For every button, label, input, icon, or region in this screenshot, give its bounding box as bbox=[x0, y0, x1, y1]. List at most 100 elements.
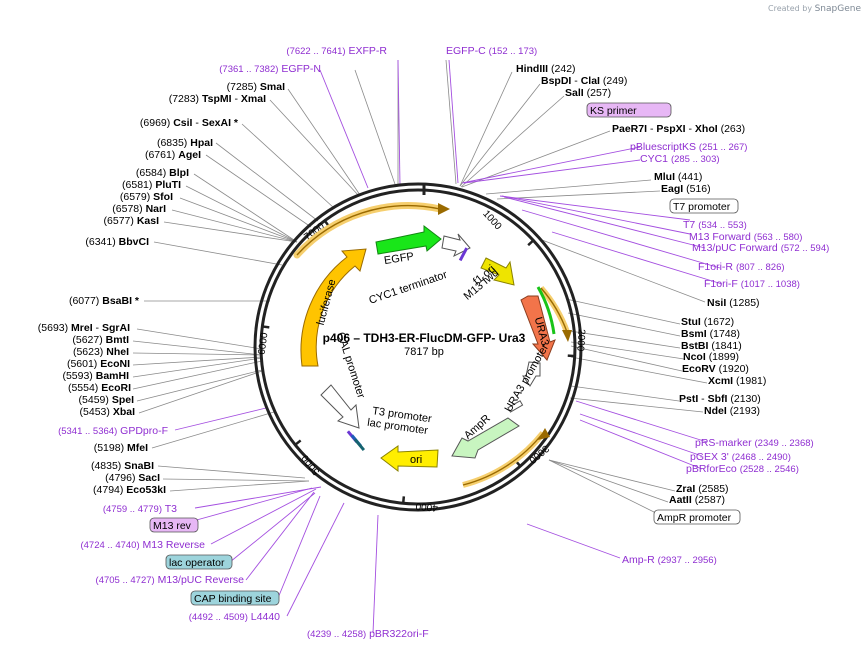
scale-tick-label: 6000 bbox=[257, 331, 271, 355]
scale-tick-mark bbox=[401, 496, 406, 505]
site-label-eco53ki: (4794) Eco53kI bbox=[93, 484, 166, 496]
feature-label-t7: T7 (534 .. 553) bbox=[683, 219, 747, 231]
site-label-bsabi: (6077) BsaBI * bbox=[69, 295, 140, 307]
site-label-ecorv: EcoRV (1920) bbox=[682, 363, 749, 375]
scale-tick-mark bbox=[261, 325, 270, 329]
restriction-site-labels: HindIII (242)BspDI - ClaI (249)SalI (257… bbox=[38, 63, 767, 506]
feature-label-pbr322ori-f: (4239 .. 4258) pBR322ori-F bbox=[307, 628, 429, 640]
scale-tick-label: 4000 bbox=[415, 500, 439, 513]
ks-primer-label: KS primer bbox=[590, 105, 637, 117]
feature-label-prs-marker: pRS-marker (2349 .. 2368) bbox=[695, 437, 814, 449]
ampr-promoter-label: AmpR promoter bbox=[657, 512, 732, 524]
feature-label-m13-forward: M13 Forward (563 .. 580) bbox=[689, 231, 802, 243]
site-label-eagi: EagI (516) bbox=[661, 183, 711, 195]
feature-labels: (7622 .. 7641) EXFP-R EGFP-C (152 .. 173)… bbox=[58, 45, 829, 640]
feature-label-pbrforeco: pBRforEco (2528 .. 2546) bbox=[686, 463, 799, 475]
site-label-hindiii: HindIII (242) bbox=[516, 63, 576, 75]
feature-label-t3: (4759 .. 4779) T3 bbox=[103, 503, 177, 515]
site-label-econi: (5601) EcoNI bbox=[67, 358, 130, 370]
snapgene-logo: SnapGene bbox=[814, 4, 861, 14]
feature-label-amp-r: Amp-R (2937 .. 2956) bbox=[622, 554, 717, 566]
site-label-nsii: NsiI (1285) bbox=[707, 297, 760, 309]
backbone-inner bbox=[259, 188, 577, 506]
gal-promoter-arrow[interactable] bbox=[320, 384, 360, 429]
site-label-mrei: (5693) MreI - SgrAI bbox=[38, 322, 130, 334]
site-label-psti: PstI - SbfI (2130) bbox=[679, 393, 761, 405]
backbone-outer bbox=[253, 182, 583, 512]
egfp-label: EGFP bbox=[383, 251, 414, 268]
ampr-arrow[interactable] bbox=[451, 417, 520, 459]
feature-label-f1ori-r: F1ori-R (807 .. 826) bbox=[698, 261, 785, 273]
cyc1-terminator-arrow[interactable] bbox=[441, 233, 471, 258]
site-label-kasi: (6577) KasI bbox=[104, 215, 160, 227]
ura3-arrow[interactable] bbox=[520, 295, 556, 361]
feature-label-cyc1: CYC1 (285 .. 303) bbox=[640, 153, 720, 165]
boxed-labels: KS primer T7 promoter AmpR promoter M13 … bbox=[149, 102, 741, 606]
plasmid-name: p406 – TDH3-ER-FlucDM-GFP- Ura3 bbox=[323, 331, 526, 345]
site-label-xbai: (5453) XbaI bbox=[80, 406, 136, 418]
site-label-nari: (6578) NarI bbox=[112, 203, 166, 215]
luciferase-arrow[interactable] bbox=[300, 248, 367, 367]
site-label-bbvci: (6341) BbvCI bbox=[85, 236, 149, 248]
feature-label-egfp-n: (7361 .. 7382) EGFP-N bbox=[219, 63, 321, 75]
t7-promoter-label: T7 promoter bbox=[673, 201, 731, 213]
ori-label: ori bbox=[410, 454, 422, 466]
ura3-ring bbox=[536, 286, 556, 335]
site-label-tspmi: (7283) TspMI - XmaI bbox=[169, 93, 266, 105]
site-label-bamhi: (5593) BamHI bbox=[62, 370, 129, 382]
feature-label-pbluescriptks: pBluescriptKS (251 .. 267) bbox=[630, 141, 747, 153]
site-label-mlui: MluI (441) bbox=[654, 171, 702, 183]
outer-orf-arcs bbox=[293, 202, 572, 488]
ura3-promoter-arrow[interactable] bbox=[522, 361, 541, 387]
feature-label-m13-puc-reverse: (4705 .. 4727) M13/pUC Reverse bbox=[96, 574, 245, 586]
scale-tick-label: 2000 bbox=[574, 329, 586, 352]
site-label-spei: (5459) SpeI bbox=[79, 394, 135, 406]
site-label-bspdi: BspDI - ClaI (249) bbox=[541, 75, 627, 87]
feature-label-f1ori-f: F1ori-F (1017 .. 1038) bbox=[704, 278, 800, 290]
site-label-agei: (6761) AgeI bbox=[145, 149, 201, 161]
site-label-xcmi: XcmI (1981) bbox=[708, 375, 766, 387]
site-label-aatii: AatII (2587) bbox=[669, 494, 725, 506]
site-label-bsmi: BsmI (1748) bbox=[681, 328, 740, 340]
ori-arrow[interactable] bbox=[380, 445, 439, 473]
site-label-blpi: (6584) BlpI bbox=[136, 167, 189, 179]
site-label-snabi: (4835) SnaBI bbox=[91, 460, 154, 472]
site-label-hpai: (6835) HpaI bbox=[157, 137, 213, 149]
cap-binding-site-label: CAP binding site bbox=[194, 593, 272, 605]
site-label-bstbi: BstBI (1841) bbox=[681, 340, 742, 352]
site-label-nhei: (5623) NheI bbox=[73, 346, 129, 358]
scale-tick-mark bbox=[527, 238, 535, 247]
site-label-ncoi: NcoI (1899) bbox=[683, 351, 739, 363]
feature-label-pgex-3-: pGEX 3' (2468 .. 2490) bbox=[690, 451, 791, 463]
site-label-smai: (7285) SmaI bbox=[227, 81, 285, 93]
feature-label-m13-puc-forward: M13/pUC Forward (572 .. 594) bbox=[692, 242, 829, 254]
f1-ori-arrow[interactable] bbox=[480, 257, 515, 286]
m13-rev-label: M13 rev bbox=[153, 520, 192, 532]
site-label-pluti: (6581) PluTI bbox=[122, 179, 181, 191]
plasmid-size: 7817 bp bbox=[404, 346, 444, 358]
site-label-paer7i: PaeR7I - PspXI - XhoI (263) bbox=[612, 123, 745, 135]
site-label-ecori: (5554) EcoRI bbox=[68, 382, 131, 394]
site-label-mfei: (5198) MfeI bbox=[94, 442, 148, 454]
feature-arrows bbox=[300, 224, 556, 473]
site-label-bmti: (5627) BmtI bbox=[72, 334, 129, 346]
feature-label-m13-reverse: (4724 .. 4740) M13 Reverse bbox=[80, 539, 205, 551]
ura3-promoter-label: URA3 promoter bbox=[503, 342, 552, 414]
feature-label-l4440: (4492 .. 4509) L4440 bbox=[189, 611, 280, 623]
lac-operator-label: lac operator bbox=[169, 557, 225, 569]
site-label-sfoi: (6579) SfoI bbox=[120, 191, 173, 203]
credit: Created by SnapGene bbox=[768, 4, 861, 14]
cyc1-label: CYC1 terminator bbox=[367, 269, 449, 307]
feature-label-exfp-r: (7622 .. 7641) EXFP-R bbox=[286, 45, 387, 57]
site-label-ndei: NdeI (2193) bbox=[704, 405, 760, 417]
egfp-arrow[interactable] bbox=[375, 224, 442, 255]
site-label-zrai: ZraI (2585) bbox=[676, 483, 729, 495]
site-label-sali: SalI (257) bbox=[565, 87, 611, 99]
site-label-saci: (4796) SacI bbox=[105, 472, 160, 484]
feature-label-egfp-c: EGFP-C (152 .. 173) bbox=[446, 45, 537, 57]
scale-tick-mark bbox=[293, 439, 302, 447]
site-label-csii: (6969) CsiI - SexAI * bbox=[140, 117, 239, 129]
feature-leader-lines bbox=[174, 59, 723, 634]
leader-lines bbox=[132, 59, 708, 516]
